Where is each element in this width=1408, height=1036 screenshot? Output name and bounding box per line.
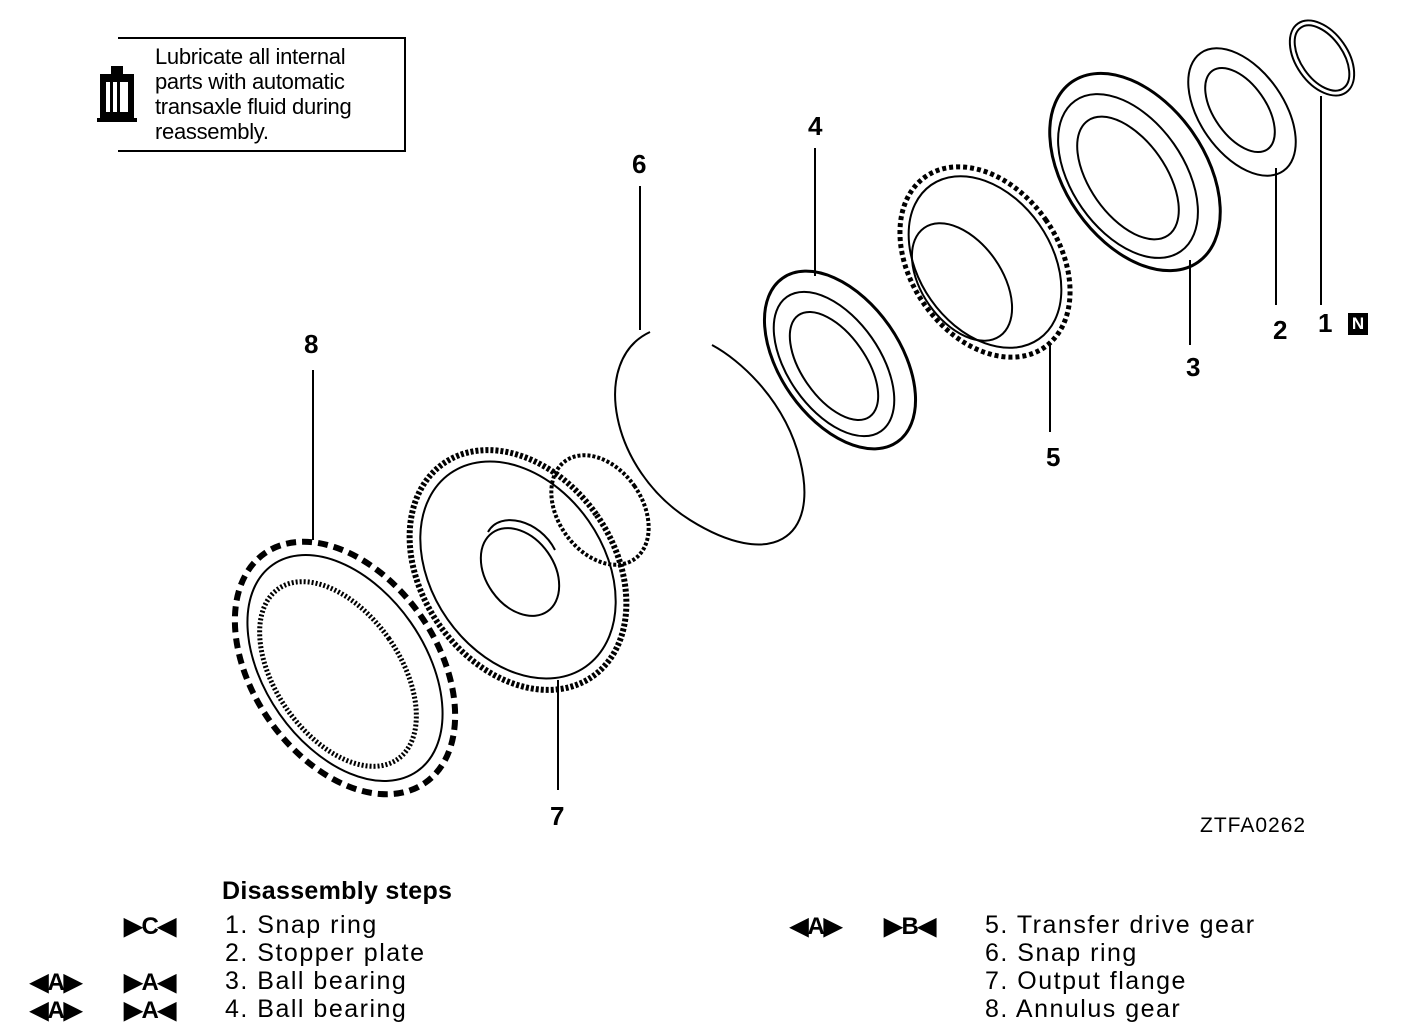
snap-ring-part-1 xyxy=(1288,19,1356,97)
leader-lines xyxy=(312,96,1322,790)
callout-3: 3 xyxy=(1186,352,1201,382)
note-line: reassembly. xyxy=(155,119,269,144)
note-line: parts with automatic xyxy=(155,69,345,94)
annulus-gear-part-8 xyxy=(231,538,459,798)
step-symbol: ▶A◀ xyxy=(124,969,176,996)
step-symbol: ▶C◀ xyxy=(124,913,176,940)
note-line: Lubricate all internal xyxy=(155,44,346,69)
step-item-7: 7. Output flange xyxy=(985,967,1187,995)
step-item-8: 8. Annulus gear xyxy=(985,995,1182,1023)
step-item-3: 3. Ball bearing xyxy=(225,967,408,995)
callout-7: 7 xyxy=(550,801,565,831)
lubrication-note-box xyxy=(118,37,406,152)
steps-title: Disassembly steps xyxy=(222,877,453,905)
callout-4: 4 xyxy=(808,111,823,141)
step-symbol: ◀A▶ xyxy=(30,997,82,1024)
ball-bearing-part-3 xyxy=(1048,71,1222,273)
callout-6: 6 xyxy=(632,149,647,179)
stopper-plate-part-2 xyxy=(1187,47,1297,177)
callout-5: 5 xyxy=(1046,442,1061,472)
callout-1: 1 xyxy=(1318,308,1333,338)
transfer-drive-gear-part-5 xyxy=(897,164,1073,360)
step-symbol: ▶B◀ xyxy=(884,913,936,940)
step-symbol: ◀A▶ xyxy=(30,969,82,996)
figure-id: ZTFA0262 xyxy=(1200,814,1307,837)
step-item-2: 2. Stopper plate xyxy=(225,939,426,967)
step-symbol: ▶A◀ xyxy=(124,997,176,1024)
step-symbol: ◀A▶ xyxy=(790,913,842,940)
step-item-6: 6. Snap ring xyxy=(985,939,1138,967)
note-line: transaxle fluid during xyxy=(155,94,352,119)
lubrication-note-text: Lubricate all internal parts with automa… xyxy=(155,44,405,144)
oil-can-icon xyxy=(97,66,137,122)
output-flange-part-7 xyxy=(406,447,651,693)
step-item-5: 5. Transfer drive gear xyxy=(985,911,1256,939)
n-mark-badge: N xyxy=(1348,313,1368,335)
ball-bearing-part-4 xyxy=(762,269,918,451)
step-item-1: 1. Snap ring xyxy=(225,911,378,939)
snap-ring-part-6 xyxy=(614,331,806,546)
callout-2: 2 xyxy=(1273,315,1288,345)
step-item-4: 4. Ball bearing xyxy=(225,995,408,1023)
callout-8: 8 xyxy=(304,329,319,359)
